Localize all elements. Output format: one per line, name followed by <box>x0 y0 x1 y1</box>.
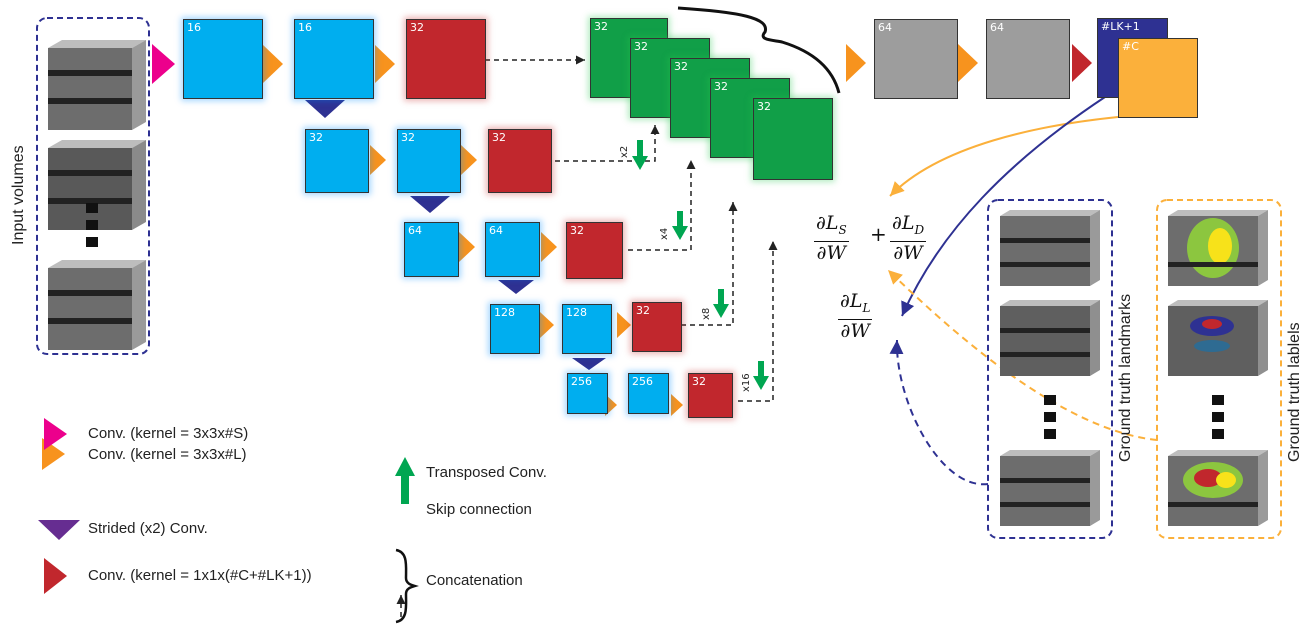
block-l2b: 32 <box>397 129 461 193</box>
block-gray-2: 64 <box>986 19 1070 99</box>
legend-transposed: Transposed Conv. <box>426 464 547 481</box>
block-label: 32 <box>492 131 506 144</box>
legend-strided: Strided (x2) Conv. <box>88 520 208 537</box>
block-label: #LK+1 <box>1101 20 1140 33</box>
gt-labels-frame <box>1156 199 1282 539</box>
orange-loss-arrow <box>889 116 1119 197</box>
landmark-stacks <box>1000 210 1100 526</box>
concat-block-5: 32 <box>753 98 833 180</box>
loss-ld-num: ∂L <box>892 212 915 234</box>
conv-l-triangles <box>42 44 978 470</box>
label-stacks <box>1168 210 1268 526</box>
upscale-label-x2: x2 <box>619 145 630 158</box>
loss-ls-num: ∂L <box>816 212 839 234</box>
loss-ll-sub: L <box>862 300 871 315</box>
transposed-arrows <box>395 140 769 504</box>
block-l5a: 256 <box>567 373 608 414</box>
gt-labels-label: Ground truth lablels <box>1286 322 1303 462</box>
input-volumes-frame <box>36 17 150 355</box>
block-l4a: 128 <box>490 304 540 354</box>
block-label: 128 <box>494 306 515 319</box>
legend-conv-l: Conv. (kernel = 3x3x#L) <box>88 446 247 463</box>
block-label: 256 <box>632 375 653 388</box>
block-label: 64 <box>990 21 1004 34</box>
block-l1c: 32 <box>406 19 486 99</box>
legend-conv-c-icon <box>44 558 67 594</box>
block-label: 32 <box>757 100 771 113</box>
upscale-label-x16: x16 <box>741 373 752 392</box>
navy-loss-arrow <box>901 96 1106 317</box>
block-l4c: 32 <box>632 302 682 352</box>
gt-landmarks-frame <box>987 199 1113 539</box>
loss-ld-sub: D <box>914 222 925 237</box>
block-label: 32 <box>309 131 323 144</box>
loss-plus: + <box>870 222 887 246</box>
block-l1b: 16 <box>294 19 374 99</box>
block-label: #C <box>1122 40 1139 53</box>
block-label: 32 <box>692 375 706 388</box>
block-label: 32 <box>594 20 608 33</box>
block-label: 32 <box>401 131 415 144</box>
block-gray-1: 64 <box>874 19 958 99</box>
labels-loss-arrow <box>887 269 1158 441</box>
skip-connections <box>396 55 778 617</box>
block-label: 16 <box>187 21 201 34</box>
legend-concat: Concatenation <box>426 572 523 589</box>
block-label: 64 <box>489 224 503 237</box>
block-l4b: 128 <box>562 304 612 354</box>
loss-ld: ∂LD ∂W <box>890 212 927 264</box>
loss-ll-den: ∂W <box>840 319 870 342</box>
legend-strided-icon <box>38 520 80 540</box>
gt-landmarks-label: Ground truth landmarks <box>1117 293 1134 462</box>
loss-ll: ∂LL ∂W <box>838 290 873 342</box>
loss-ls-sub: S <box>838 222 847 237</box>
block-l3c: 32 <box>566 222 623 279</box>
block-l3b: 64 <box>485 222 540 277</box>
legend-conv-s: Conv. (kernel = 3x3x#S) <box>88 425 249 442</box>
block-label: 32 <box>714 80 728 93</box>
block-label: 32 <box>674 60 688 73</box>
block-l3a: 64 <box>404 222 459 277</box>
loss-ls: ∂LS ∂W <box>814 212 849 264</box>
legend-conv-c: Conv. (kernel = 1x1x(#C+#LK+1)) <box>88 567 312 584</box>
landmarks-loss-arrow <box>889 339 989 486</box>
legend-conv-s-icon <box>44 418 67 450</box>
strided-triangles <box>305 100 606 370</box>
block-l5b: 256 <box>628 373 669 414</box>
upscale-label-x4: x4 <box>659 227 670 240</box>
input-volume-stacks <box>48 40 146 350</box>
loss-ls-den: ∂W <box>816 241 847 264</box>
block-label: 64 <box>878 21 892 34</box>
block-label: 128 <box>566 306 587 319</box>
concat-brace <box>677 6 841 94</box>
input-volumes-label: Input volumes <box>10 145 27 245</box>
block-label: 32 <box>634 40 648 53</box>
block-label: 256 <box>571 375 592 388</box>
legend-brace-icon <box>395 548 419 624</box>
legend-skip: Skip connection <box>426 501 532 518</box>
conv-c-triangle <box>1072 44 1092 82</box>
upscale-label-x8: x8 <box>701 307 712 320</box>
block-l1a: 16 <box>183 19 263 99</box>
block-label: 32 <box>410 21 424 34</box>
loss-ld-den: ∂W <box>893 241 923 264</box>
conv-s-triangle <box>152 44 175 84</box>
loss-ll-num: ∂L <box>840 290 863 312</box>
output-labels-block: #C <box>1118 38 1198 118</box>
block-l5c: 32 <box>688 373 733 418</box>
block-label: 64 <box>408 224 422 237</box>
block-l2a: 32 <box>305 129 369 193</box>
block-l2c: 32 <box>488 129 552 193</box>
block-label: 32 <box>570 224 584 237</box>
block-label: 16 <box>298 21 312 34</box>
block-label: 32 <box>636 304 650 317</box>
